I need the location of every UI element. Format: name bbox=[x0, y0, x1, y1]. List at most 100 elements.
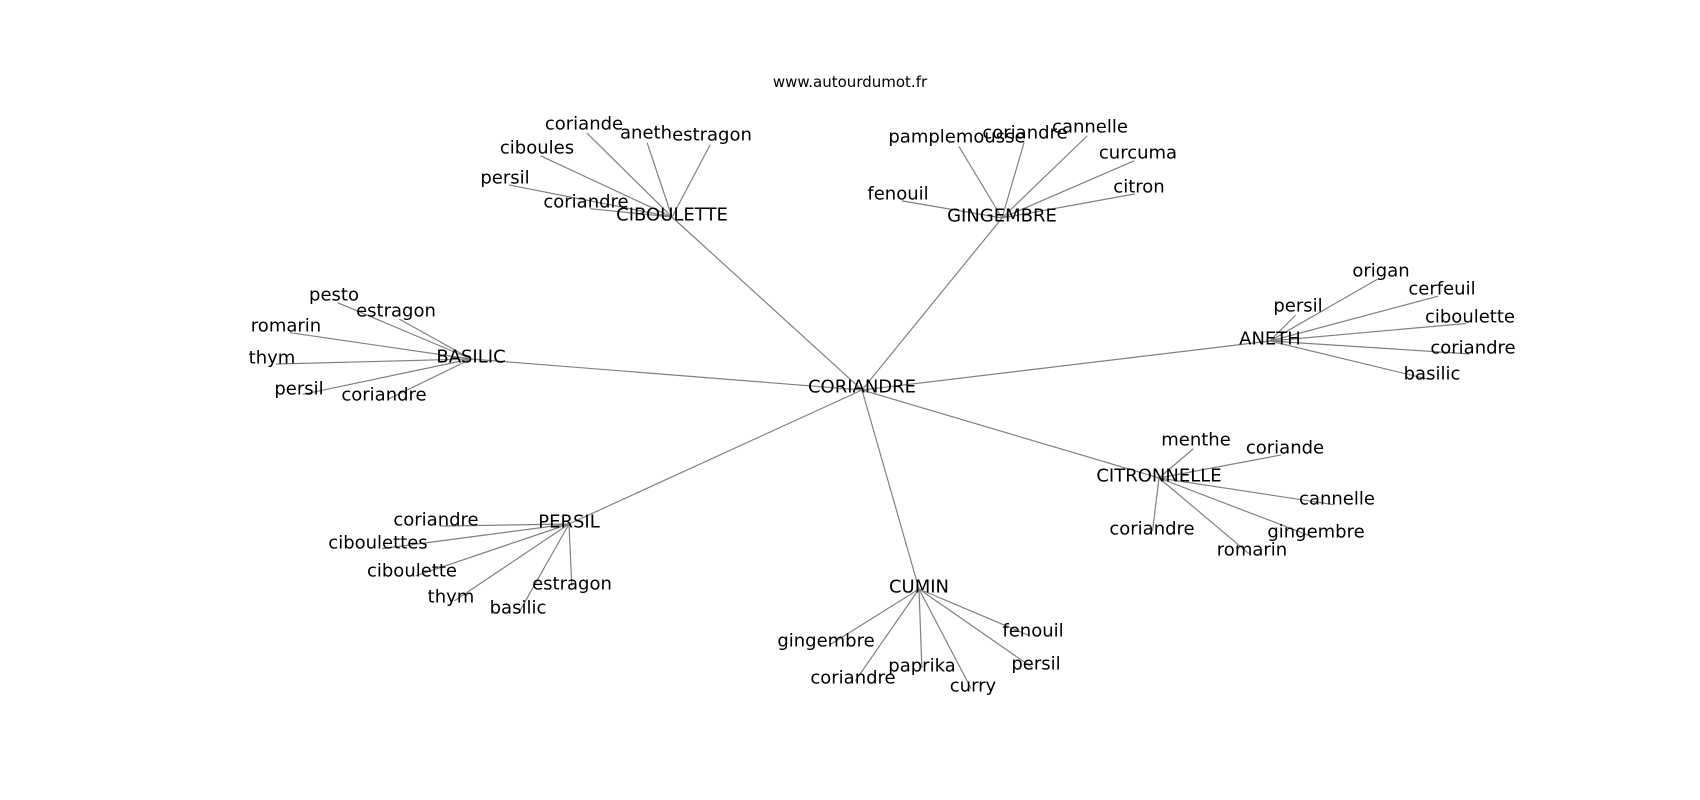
leaf-node: ciboules bbox=[500, 138, 574, 159]
leaf-node: ciboulette bbox=[367, 561, 457, 582]
leaf-node: coriandre bbox=[341, 385, 426, 406]
edge-ciboulette-4 bbox=[508, 184, 673, 218]
leaf-node: coriandre bbox=[393, 510, 478, 531]
leaf-node: coriandre bbox=[1109, 519, 1194, 540]
leaf-node: fenouil bbox=[1002, 621, 1063, 642]
edge-ciboulette-1 bbox=[646, 142, 673, 218]
edge-root-ciboulette bbox=[671, 216, 863, 391]
edge-citronnelle-2 bbox=[1158, 477, 1334, 506]
edge-gingembre-5 bbox=[1001, 193, 1136, 219]
edge-cumin-0 bbox=[829, 588, 920, 646]
leaf-node: curry bbox=[950, 676, 997, 697]
edge-citronnelle-4 bbox=[1151, 477, 1160, 532]
edge-basilic-5 bbox=[387, 358, 472, 401]
edge-cumin-3 bbox=[918, 588, 923, 669]
leaf-node: aneth bbox=[620, 123, 672, 144]
edge-citronnelle-0 bbox=[1158, 448, 1194, 479]
edge-aneth-2 bbox=[1269, 314, 1296, 342]
leaf-node: coriandre bbox=[982, 123, 1067, 144]
leaf-node: coriande bbox=[1246, 438, 1324, 459]
edge-root-citronnelle bbox=[861, 389, 1160, 479]
leaf-node: cannelle bbox=[1299, 489, 1375, 510]
edge-ciboulette-5 bbox=[589, 208, 673, 218]
edge-gingembre-3 bbox=[1001, 160, 1135, 219]
edge-root-basilic bbox=[470, 358, 863, 391]
leaf-node: coriandre bbox=[810, 668, 895, 689]
edge-root-aneth bbox=[861, 340, 1271, 391]
edge-persil-1 bbox=[381, 523, 570, 550]
edge-gingembre-4 bbox=[901, 200, 1003, 219]
edge-cumin-4 bbox=[918, 588, 1033, 669]
leaf-node: coriandre bbox=[543, 192, 628, 213]
edge-citronnelle-1 bbox=[1158, 454, 1282, 479]
leaf-node: estragon bbox=[356, 301, 436, 322]
edge-root-cumin bbox=[861, 389, 920, 590]
leaf-node: cerfeuil bbox=[1408, 279, 1475, 300]
leaf-node: estragon bbox=[672, 125, 752, 146]
edge-cumin-5 bbox=[918, 588, 972, 689]
leaf-node: paprika bbox=[888, 656, 955, 677]
edge-persil-5 bbox=[519, 523, 570, 611]
branch-node-ciboulette: CIBOULETTE bbox=[616, 205, 728, 226]
edge-basilic-0 bbox=[337, 302, 472, 360]
edge-citronnelle-3 bbox=[1158, 477, 1313, 538]
branch-node-aneth: ANETH bbox=[1239, 329, 1301, 350]
graph-edges bbox=[275, 132, 1470, 689]
leaf-node: basilic bbox=[1404, 364, 1461, 385]
branch-node-basilic: BASILIC bbox=[436, 347, 505, 368]
edge-persil-3 bbox=[454, 523, 570, 602]
leaf-node: origan bbox=[1352, 261, 1409, 282]
edge-gingembre-1 bbox=[1001, 142, 1025, 219]
graph-labels: www.autourdumot.fr CORIANDRE CIBOULETTEc… bbox=[249, 73, 1516, 697]
leaf-node: thym bbox=[428, 587, 475, 608]
edge-aneth-4 bbox=[1269, 340, 1470, 355]
leaf-node: romarin bbox=[1217, 540, 1287, 561]
branch-node-citronnelle: CITRONNELLE bbox=[1096, 466, 1221, 487]
leaf-node: romarin bbox=[251, 316, 321, 337]
edge-persil-0 bbox=[439, 523, 570, 527]
leaf-node: curcuma bbox=[1099, 143, 1177, 164]
edge-basilic-3 bbox=[275, 358, 472, 365]
leaf-node: estragon bbox=[532, 574, 612, 595]
edge-basilic-4 bbox=[302, 358, 472, 395]
branch-node-persil: PERSIL bbox=[538, 512, 600, 533]
leaf-node: citron bbox=[1113, 177, 1164, 198]
leaf-node: basilic bbox=[490, 598, 547, 619]
edge-basilic-2 bbox=[289, 332, 472, 360]
leaf-node: coriandre bbox=[1430, 338, 1515, 359]
leaf-node: thym bbox=[249, 348, 296, 369]
leaf-node: persil bbox=[1273, 296, 1322, 317]
edge-persil-4 bbox=[568, 523, 573, 587]
branch-node-gingembre: GINGEMBRE bbox=[947, 206, 1057, 227]
edge-persil-2 bbox=[415, 523, 570, 577]
leaf-node: ciboulettes bbox=[328, 533, 427, 554]
edge-cumin-1 bbox=[918, 588, 1030, 637]
edge-aneth-1 bbox=[1269, 295, 1439, 342]
edge-root-gingembre bbox=[861, 217, 1003, 391]
edge-cumin-2 bbox=[854, 588, 920, 682]
leaf-node: persil bbox=[480, 168, 529, 189]
leaf-node: coriande bbox=[545, 114, 623, 135]
leaf-node: menthe bbox=[1161, 430, 1231, 451]
leaf-node: cannelle bbox=[1052, 117, 1128, 138]
edge-ciboulette-0 bbox=[586, 132, 673, 218]
leaf-node: pesto bbox=[309, 285, 359, 306]
leaf-node: fenouil bbox=[867, 184, 928, 205]
edge-ciboulette-2 bbox=[671, 144, 711, 218]
leaf-node: gingembre bbox=[777, 631, 874, 652]
edge-aneth-5 bbox=[1269, 340, 1429, 380]
leaf-node: ciboulette bbox=[1425, 307, 1515, 328]
edge-root-persil bbox=[568, 389, 863, 525]
root-node-label: CORIANDRE bbox=[808, 377, 916, 398]
edge-aneth-0 bbox=[1269, 278, 1378, 342]
leaf-node: persil bbox=[274, 379, 323, 400]
leaf-node: gingembre bbox=[1267, 522, 1364, 543]
edge-ciboulette-3 bbox=[540, 155, 673, 218]
edge-basilic-1 bbox=[399, 318, 472, 360]
edge-citronnelle-5 bbox=[1158, 477, 1250, 555]
edge-gingembre-2 bbox=[1001, 135, 1088, 219]
leaf-node: pamplemousse bbox=[888, 127, 1025, 148]
site-caption: www.autourdumot.fr bbox=[773, 73, 928, 91]
leaf-node: persil bbox=[1011, 654, 1060, 675]
